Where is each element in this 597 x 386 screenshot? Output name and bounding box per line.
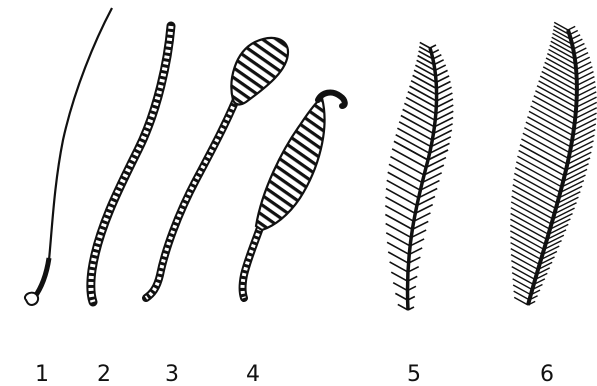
barb-right: [436, 76, 449, 83]
barb-left: [414, 70, 436, 82]
specimen-5: [385, 42, 453, 310]
barb-right: [574, 119, 597, 130]
barb-left: [511, 202, 551, 224]
barb-left: [512, 267, 535, 280]
barb-left: [532, 101, 574, 124]
barb-left: [406, 97, 436, 113]
barb-left: [515, 168, 560, 193]
barb-left: [521, 139, 567, 164]
label-group: 1 2 3 4 5 6: [35, 362, 554, 386]
barb-left: [411, 81, 436, 95]
barb-left: [524, 128, 569, 153]
barb-left: [520, 145, 566, 170]
barb-left: [512, 190, 554, 213]
barb-left: [385, 206, 413, 222]
barb-left: [394, 141, 428, 160]
barb-left: [519, 150, 565, 175]
barb-left: [389, 164, 422, 182]
barb-right: [572, 39, 582, 44]
barb-right: [577, 92, 597, 102]
label-1: 1: [35, 362, 49, 386]
barb-left: [526, 122, 571, 147]
barb-left: [531, 106, 574, 130]
barb-right: [435, 65, 446, 70]
barb-left: [390, 157, 424, 176]
barb-left: [513, 279, 533, 290]
barb-left: [535, 91, 575, 113]
barb-left: [393, 283, 407, 291]
barb-left: [529, 111, 573, 135]
barb-right: [436, 70, 448, 76]
barb-left: [510, 225, 545, 244]
barb-left: [513, 185, 556, 209]
barb-left: [537, 86, 576, 108]
barb-left: [386, 197, 416, 213]
barb-right: [577, 87, 596, 97]
barb-right: [576, 97, 596, 107]
barb-left: [540, 76, 577, 96]
barb-left: [514, 179, 558, 203]
barb-left: [413, 75, 437, 88]
barb-right: [575, 108, 597, 119]
barb-left: [514, 173, 559, 197]
barb-right: [568, 26, 575, 30]
barb-right: [577, 82, 595, 91]
barb-left: [512, 196, 553, 219]
barb-right: [434, 60, 444, 65]
barb-left: [391, 272, 407, 281]
barb-left: [545, 62, 577, 80]
specimen-4: [243, 93, 345, 298]
barb-left: [385, 215, 412, 230]
barb-left: [392, 149, 426, 168]
label-4: 4: [246, 362, 260, 386]
barb-left: [415, 65, 435, 76]
barb-left: [396, 135, 430, 154]
barb-right: [575, 113, 597, 124]
barb-left: [511, 213, 549, 234]
specimen-6: [510, 22, 596, 305]
label-6: 6: [540, 362, 554, 386]
specimen-1: [25, 8, 112, 305]
barb-left: [388, 252, 408, 263]
barb-right: [574, 48, 586, 54]
barb-left: [386, 189, 417, 206]
barb-left: [539, 81, 577, 102]
label-2: 2: [97, 362, 111, 386]
barb-left: [388, 172, 421, 190]
barb-left: [510, 219, 547, 239]
label-3: 3: [165, 362, 179, 386]
barb-left: [554, 22, 568, 30]
specimen-2: [91, 26, 171, 302]
barb-left: [390, 262, 408, 272]
barb-left: [511, 261, 536, 275]
barb-left: [408, 92, 436, 108]
barb-left: [523, 133, 569, 158]
barb-right: [575, 53, 588, 60]
barb-right: [437, 87, 452, 94]
barb-left: [517, 156, 563, 181]
barb-left: [527, 117, 572, 141]
barb-left: [534, 96, 575, 119]
barb-left: [513, 285, 531, 295]
barb-left: [543, 67, 577, 86]
barb-right: [430, 45, 436, 48]
barb-left: [542, 71, 577, 90]
label-5: 5: [407, 362, 421, 386]
barb-right: [576, 102, 597, 113]
barb-left: [387, 180, 419, 197]
barb-left: [516, 162, 561, 187]
barb-right: [436, 81, 450, 88]
barb-right: [573, 124, 596, 135]
barb-left: [512, 273, 534, 285]
barb-left: [511, 208, 550, 230]
barb-right: [573, 44, 584, 50]
barb-left: [409, 86, 436, 101]
